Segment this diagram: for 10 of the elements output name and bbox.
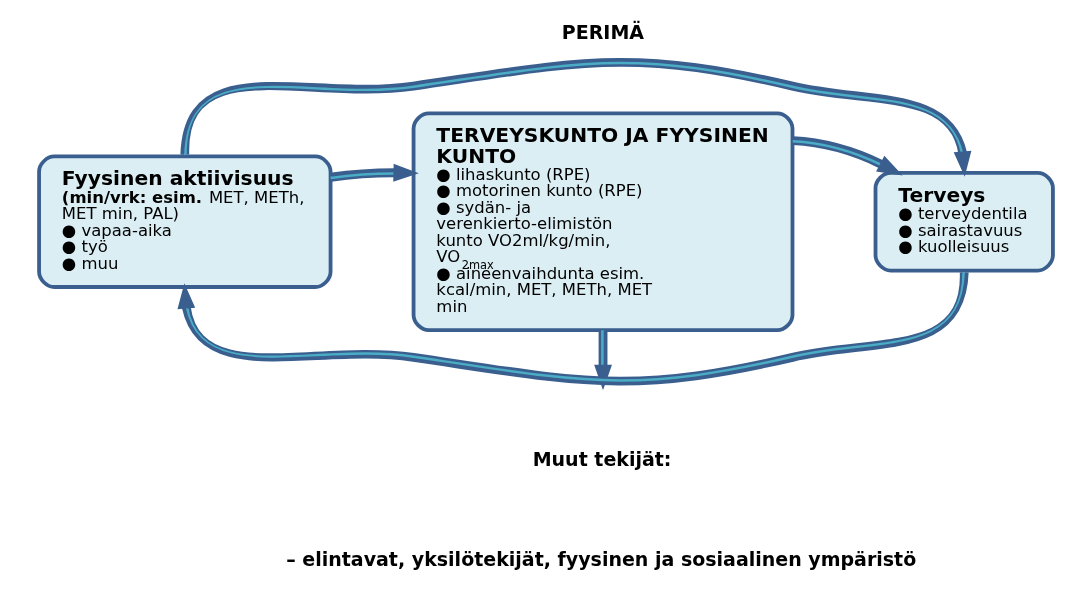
arrow [179,58,971,177]
node-box: Terveys ● terveydentila ● sairastavuus ● kuolleisuus [873,171,1055,273]
label: – elintavat, yksilötekijät, fyysinen ja sosiaalinen ympäristö [285,548,916,571]
label: PERIMÄ [561,21,644,44]
label: Muut tekijät: [532,447,671,470]
node-box: Fyysinen aktiivisuus (min/vrk: esim. MET, METh, MET min, PAL) ● vapaa-aika ● työ ● muu [36,154,332,289]
node-box: TERVEYSKUNTO JA FYYSINEN KUNTO ● lihaskunto (RPE) ● motorinen kunto (RPE) ● sydän- ja verenkierto-elimistön kunto VO2ml/kg/min, VO$_{2max}$ ● aineenvaihdunta esim. kcal/min, MET, METh, MET min [411,111,794,332]
arrow [792,136,903,176]
arrow [329,163,419,182]
arrow [177,272,969,386]
